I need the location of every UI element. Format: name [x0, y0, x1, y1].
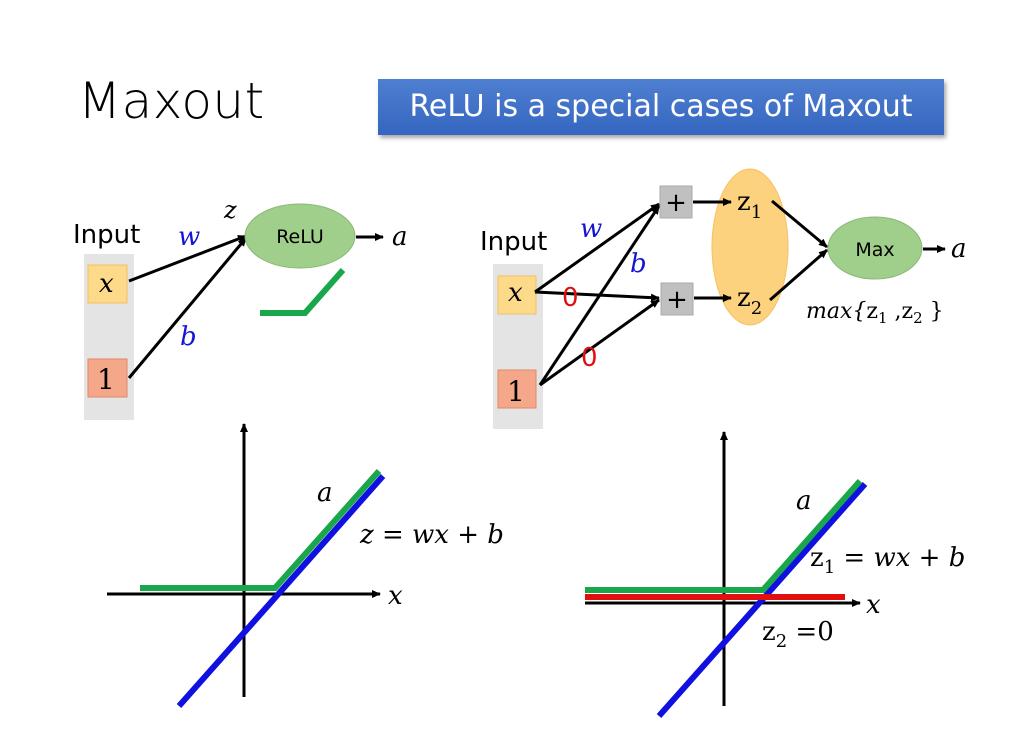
- edge-z1-to-max: [771, 199, 828, 249]
- input-one-box: [497, 369, 537, 409]
- output-a: a: [392, 222, 408, 252]
- left-plot: a z = wx + b x: [107, 423, 504, 708]
- input-x-box: [87, 264, 128, 304]
- sum-node-1: [659, 185, 693, 219]
- edge-x-to-sum2: [534, 290, 660, 302]
- right-plot: a z1 = wx + b z2 =0 x: [585, 431, 965, 718]
- edge-x-to-z: [128, 234, 247, 283]
- group-ellipse: [711, 168, 789, 326]
- edge-x-to-sum1: [534, 202, 660, 294]
- max-formula: max{z1 ,z2 }: [806, 299, 944, 327]
- input-one-box: [87, 358, 128, 398]
- z-equation: z = wx + b: [359, 520, 504, 550]
- output-a: a: [951, 234, 967, 264]
- weight-zero-x: 0: [562, 283, 579, 313]
- z2-label: z2: [737, 283, 762, 319]
- z2-equation: z2 =0: [762, 617, 834, 652]
- bias-zero: 0: [581, 343, 598, 373]
- x-axis-label: x: [866, 590, 881, 620]
- z1-equation: z1 = wx + b: [810, 543, 965, 578]
- max-node: [827, 216, 923, 280]
- bias-b: b: [630, 249, 647, 279]
- max-line: [585, 479, 863, 593]
- bias-b: b: [180, 322, 197, 352]
- left-network: Input x 1 w b z ReLU a: [73, 196, 408, 420]
- z1-label: z1: [737, 187, 762, 223]
- z-label: z: [223, 196, 237, 224]
- edge-1-to-sum2: [539, 298, 660, 387]
- sum-node-2: [660, 282, 694, 316]
- max-label: Max: [855, 239, 894, 261]
- input-x: x: [508, 278, 523, 308]
- relu-label: ReLU: [276, 226, 324, 248]
- input-label: Input: [480, 227, 547, 257]
- slide-title: Maxout: [78, 72, 265, 130]
- input-one: 1: [97, 363, 115, 396]
- edge-1-to-z: [127, 237, 248, 379]
- edge-z2-to-max: [769, 248, 828, 302]
- plus-icon: +: [666, 285, 688, 315]
- a-label: a: [796, 486, 812, 516]
- relu-node: [244, 203, 356, 269]
- weight-w: w: [178, 222, 200, 252]
- input-x: x: [99, 269, 114, 299]
- input-label: Input: [73, 220, 140, 250]
- relu-line: [140, 469, 382, 591]
- plus-icon: +: [665, 188, 687, 218]
- right-network: Input x 1 w b 0 0 + + z1 z2 Max a max{z1…: [480, 168, 967, 429]
- input-x-box: [497, 275, 537, 315]
- weight-w: w: [580, 214, 602, 244]
- x-axis-label: x: [388, 581, 403, 611]
- a-label: a: [317, 478, 333, 508]
- banner-callout: ReLU is a special cases of Maxout: [378, 79, 944, 135]
- input-one: 1: [507, 375, 525, 408]
- edge-1-to-sum1: [538, 205, 661, 386]
- relu-shape-icon: [260, 268, 346, 316]
- linear-line: [176, 474, 386, 708]
